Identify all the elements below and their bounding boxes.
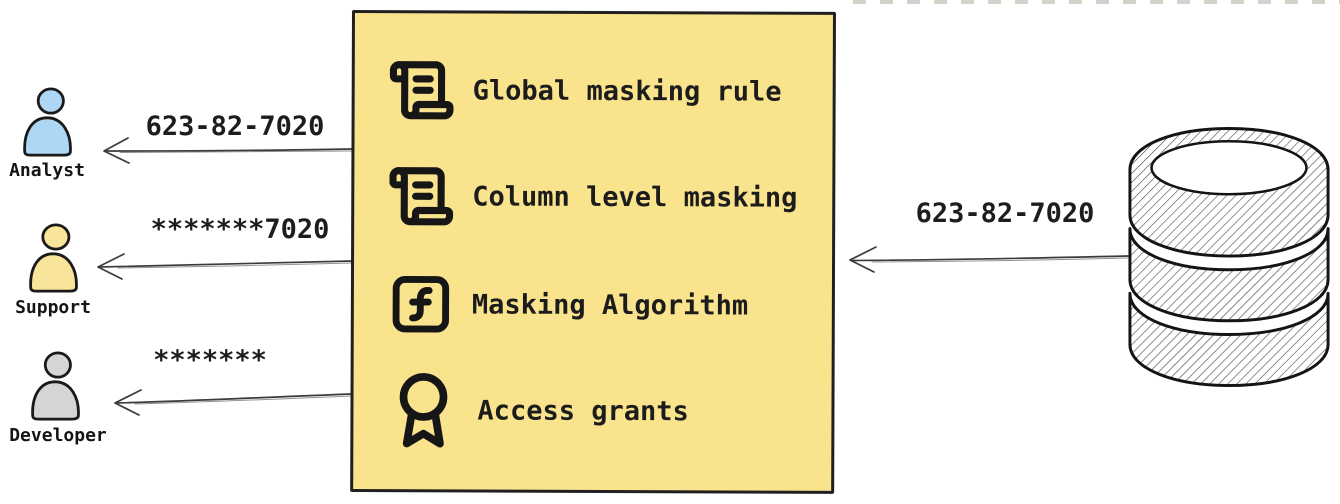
support-person-icon [29,223,78,293]
raw-value-from-database: 623-82-7020 [915,198,1095,229]
rule-access-grants: Access grants [353,370,831,452]
rule-label: Global masking rule [472,74,782,108]
masking-rules-panel: Global masking rule Column level masking… [350,10,836,494]
rule-column-masking: Column level masking [354,156,832,238]
cropped-dashed-line [853,0,1340,4]
analyst-person-icon [23,87,72,157]
function-square-icon [384,271,458,337]
masked-value-to-support: *******7020 [150,214,330,245]
developer-person-icon [31,351,80,421]
masked-value-to-developer: ******* [153,345,267,376]
actor-label-developer: Developer [9,425,107,446]
arrow-to-support [97,253,353,280]
rule-global-masking: Global masking rule [355,50,833,132]
rule-label: Column level masking [472,180,798,214]
award-icon [383,370,463,450]
masked-value-to-analyst: 623-82-7020 [145,111,325,142]
scroll-text-icon [385,56,459,124]
arrow-database-to-box [849,246,1129,273]
database-icon [1128,127,1330,387]
actor-label-support: Support [15,297,91,318]
actor-label-analyst: Analyst [9,160,85,181]
rule-masking-algorithm: Masking Algorithm [354,264,832,346]
rule-label: Masking Algorithm [471,288,749,322]
scroll-text-icon [384,162,458,230]
rule-label: Access grants [477,394,689,427]
arrow-to-developer [114,389,353,416]
arrow-to-analyst [103,137,353,164]
